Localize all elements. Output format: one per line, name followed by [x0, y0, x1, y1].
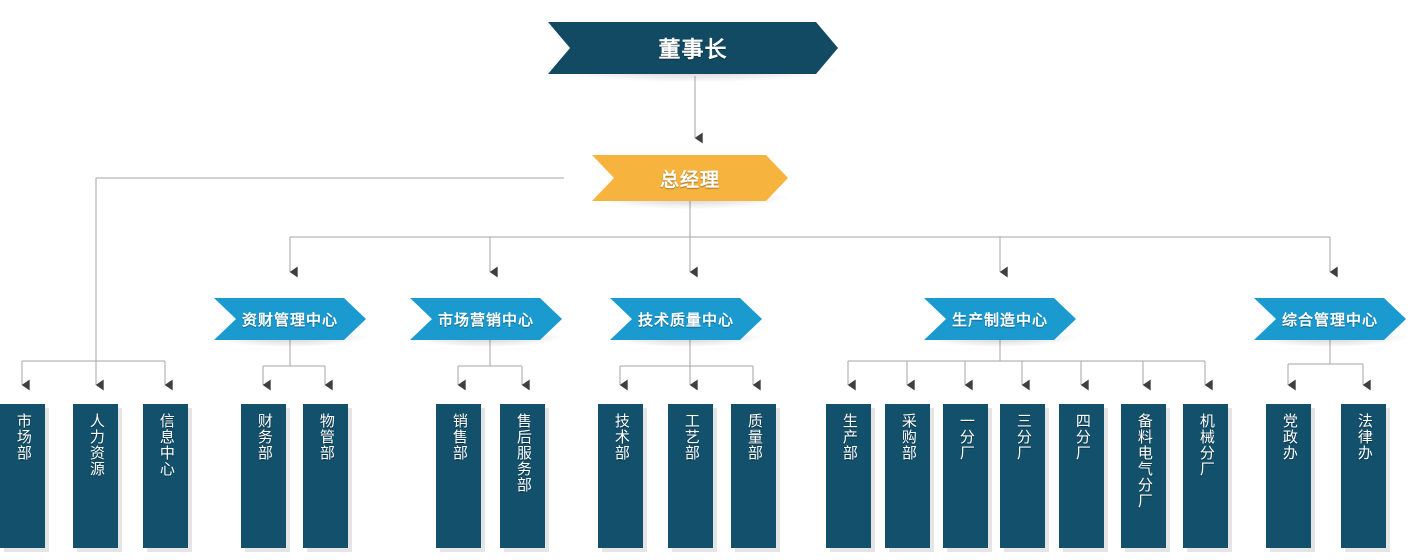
wire-gm-left-spur [95, 177, 564, 361]
node-dept-6[interactable]: 售后服务部 [500, 404, 545, 548]
node-dept-14[interactable]: 四分厂 [1059, 404, 1104, 548]
node-dept-17-label: 党政办 [1280, 413, 1298, 461]
node-dept-4[interactable]: 物管部 [303, 404, 348, 548]
node-dept-11[interactable]: 采购部 [885, 404, 930, 548]
node-dept-13[interactable]: 三分厂 [1000, 404, 1045, 548]
node-dept-8[interactable]: 工艺部 [668, 404, 713, 548]
node-dept-6-label: 售后服务部 [514, 413, 532, 493]
node-dept-7[interactable]: 技术部 [598, 404, 643, 548]
node-dept-4-label: 物管部 [317, 413, 335, 461]
node-dept-3[interactable]: 财务部 [241, 404, 286, 548]
node-dept-15[interactable]: 备料电气分厂 [1121, 404, 1166, 548]
node-dept-12[interactable]: 一分厂 [943, 404, 988, 548]
node-dept-17[interactable]: 党政办 [1266, 404, 1311, 548]
node-dept-15-label: 备料电气分厂 [1135, 413, 1153, 509]
node-dept-9[interactable]: 质量部 [731, 404, 776, 548]
node-chairman-label: 董事长 [658, 37, 728, 62]
node-dept-0[interactable]: 市场部 [0, 404, 45, 548]
node-center-4[interactable]: 综合管理中心 [1254, 298, 1406, 340]
node-center-3-label: 生产制造中心 [951, 311, 1048, 329]
node-dept-18-label: 法律办 [1355, 413, 1373, 461]
node-dept-2-label: 信息中心 [157, 413, 175, 477]
node-dept-3-label: 财务部 [255, 413, 273, 461]
node-dept-1-label: 人力资源 [87, 413, 105, 477]
node-dept-0-label: 市场部 [14, 413, 32, 461]
node-dept-2[interactable]: 信息中心 [143, 404, 188, 548]
node-dept-5-label: 销售部 [450, 413, 468, 461]
node-center-1-label: 市场营销中心 [437, 311, 534, 329]
node-center-3[interactable]: 生产制造中心 [924, 298, 1076, 340]
node-dept-13-label: 三分厂 [1014, 413, 1032, 461]
node-dept-9-label: 质量部 [745, 413, 763, 461]
node-dept-10[interactable]: 生产部 [826, 404, 871, 548]
node-center-1[interactable]: 市场营销中心 [410, 298, 562, 340]
node-dept-10-label: 生产部 [840, 413, 858, 461]
node-dept-7-label: 技术部 [612, 413, 630, 461]
node-dept-14-label: 四分厂 [1073, 413, 1091, 461]
node-dept-12-label: 一分厂 [957, 413, 975, 461]
node-dept-8-label: 工艺部 [682, 413, 700, 461]
node-center-2-label: 技术质量中心 [637, 311, 734, 329]
node-chairman[interactable]: 董事长 [548, 22, 838, 74]
node-center-0-label: 资财管理中心 [241, 311, 338, 329]
node-dept-11-label: 采购部 [899, 413, 917, 461]
node-center-2[interactable]: 技术质量中心 [610, 298, 762, 340]
node-center-4-label: 综合管理中心 [1281, 311, 1378, 329]
node-dept-5[interactable]: 销售部 [436, 404, 481, 548]
node-dept-16[interactable]: 机械分厂 [1183, 404, 1228, 548]
node-center-0[interactable]: 资财管理中心 [214, 298, 366, 340]
node-dept-18[interactable]: 法律办 [1341, 404, 1386, 548]
node-general-manager[interactable]: 总经理 [592, 155, 788, 201]
node-dept-1[interactable]: 人力资源 [73, 404, 118, 548]
node-general-manager-label: 总经理 [659, 169, 720, 191]
node-dept-16-label: 机械分厂 [1197, 413, 1215, 477]
